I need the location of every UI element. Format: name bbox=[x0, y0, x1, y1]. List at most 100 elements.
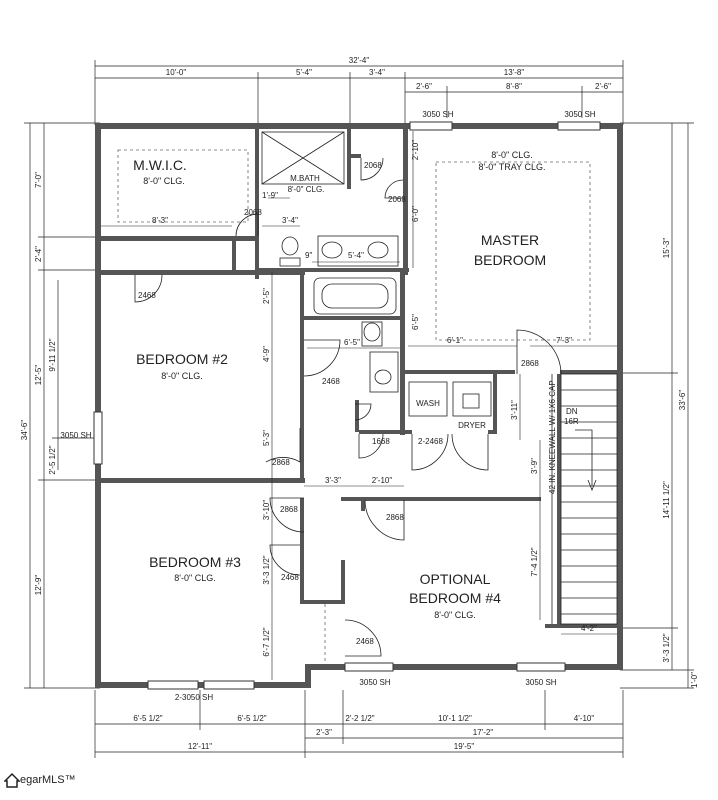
dim-in-3-3-half: 3'-3 1/2" bbox=[262, 555, 271, 584]
stairs-risers: 16R bbox=[564, 417, 579, 426]
mwic-shelf-outline bbox=[117, 149, 249, 223]
dim-bottom-2-3: 2'-3" bbox=[316, 728, 332, 737]
dim-in-6-0: 6'-0" bbox=[411, 206, 420, 222]
dim-top-8-8: 8'-8" bbox=[506, 82, 522, 91]
dim-bottom-6-5-b: 6'-5 1/2" bbox=[237, 714, 266, 723]
dim-in-2-10: 2'-10" bbox=[411, 140, 420, 161]
window-master-a bbox=[409, 121, 453, 131]
dim-in-8-3: 8'-3" bbox=[152, 216, 168, 225]
dim-in-9: 9" bbox=[305, 251, 312, 260]
dim-in-3-11: 3'-11" bbox=[510, 400, 519, 420]
dim-in-3-3: 3'-3" bbox=[325, 476, 341, 485]
dim-in-2-10b: 2'-10" bbox=[372, 476, 393, 485]
dim-bottom-17-2: 17'-2" bbox=[473, 728, 494, 737]
door-2468-hall: 2468 bbox=[322, 377, 340, 386]
dim-top-2-6-b: 2'-6" bbox=[595, 82, 611, 91]
door-2068-a: 2068 bbox=[244, 208, 262, 217]
left-dimension-lines bbox=[24, 122, 100, 689]
window-label-opt-a: 3050 SH bbox=[359, 678, 390, 687]
dim-in-4-9: 4'-9" bbox=[262, 346, 271, 362]
dim-in-5-3: 5'-3" bbox=[262, 430, 271, 446]
dim-top-5-4: 5'-4" bbox=[296, 68, 312, 77]
door-1668: 1668 bbox=[372, 437, 390, 446]
dim-right-3-3: 3'-3 1/2" bbox=[662, 633, 671, 662]
room-bed2-clg: 8'-0" CLG. bbox=[161, 371, 202, 381]
window-opt-a bbox=[344, 662, 394, 672]
dim-in-4-2: 4'-2" bbox=[581, 624, 597, 633]
house-logo-icon bbox=[4, 772, 20, 788]
dim-bottom-2-2: 2'-2 1/2" bbox=[345, 714, 374, 723]
room-master-clg1: 8'-0" CLG. bbox=[491, 150, 532, 160]
interior-walls bbox=[95, 129, 623, 628]
dim-top-3-4: 3'-4" bbox=[369, 68, 385, 77]
room-optional-clg: 8'-0" CLG. bbox=[434, 610, 475, 620]
room-bed2-name: BEDROOM #2 bbox=[136, 351, 228, 367]
door-2-2468: 2-2468 bbox=[418, 437, 443, 446]
dim-left-7-0: 7'-0" bbox=[34, 172, 43, 188]
dim-left-2-5: 2'-5 1/2" bbox=[48, 445, 57, 474]
dim-bottom-4-10: 4'-10" bbox=[574, 714, 595, 723]
dim-left-2-4: 2'-4" bbox=[34, 246, 43, 262]
door-2468-bed3: 2468 bbox=[281, 573, 299, 582]
room-mwic-name: M.W.I.C. bbox=[133, 157, 187, 173]
window-label-master-a: 3050 SH bbox=[422, 110, 453, 119]
dim-right-33-6: 33'-6" bbox=[678, 390, 687, 411]
door-2868-master: 2868 bbox=[521, 359, 539, 368]
dim-right-15-3: 15'-3" bbox=[662, 238, 671, 259]
dim-top-2-6-a: 2'-6" bbox=[416, 82, 432, 91]
dim-in-3-10: 3'-10" bbox=[262, 500, 271, 521]
dim-bottom-6-5-a: 6'-5 1/2" bbox=[133, 714, 162, 723]
master-tray-ceiling-outline bbox=[435, 161, 591, 341]
dim-bottom-12-11: 12'-11" bbox=[188, 742, 212, 751]
room-optional-name1: OPTIONAL bbox=[420, 571, 491, 587]
window-label-left: 3050 SH bbox=[60, 431, 91, 440]
dim-in-5-4: 5'-4" bbox=[348, 251, 364, 260]
door-2068-b: 2068 bbox=[364, 161, 382, 170]
laundry-fixtures bbox=[408, 381, 492, 417]
dim-left-9-11: 9'-11 1/2" bbox=[48, 338, 57, 371]
dim-top-13-8: 13'-8" bbox=[504, 68, 525, 77]
interior-dim-lines bbox=[101, 131, 617, 680]
door-2468-bed2: 2468 bbox=[138, 291, 156, 300]
door-swings bbox=[134, 157, 562, 657]
door-2468-opt: 2468 bbox=[356, 637, 374, 646]
dim-top-10-0: 10'-0" bbox=[166, 68, 187, 77]
dim-in-2-5: 2'-5" bbox=[262, 288, 271, 304]
dim-in-6-7: 6'-7 1/2" bbox=[262, 627, 271, 656]
window-opt-b bbox=[516, 662, 566, 672]
window-bed3-b bbox=[203, 680, 255, 690]
room-mbath-name: M.BATH bbox=[290, 174, 320, 183]
mls-logo: egarMLS™ bbox=[4, 772, 76, 788]
dim-in-7-4: 7'-4 1/2" bbox=[530, 547, 539, 576]
door-2868-opt: 2868 bbox=[386, 513, 404, 522]
window-label-opt-b: 3050 SH bbox=[525, 678, 556, 687]
stairs-dn: DN bbox=[566, 407, 578, 416]
room-bed3-clg: 8'-0" CLG. bbox=[174, 573, 215, 583]
dim-right-1-0: 1'-0" bbox=[690, 672, 699, 688]
dim-in-3-9: 3'-9" bbox=[530, 458, 539, 474]
dim-in-1-9: 1'-9" bbox=[262, 191, 278, 200]
room-dryer: DRYER bbox=[458, 421, 486, 430]
door-2068-c: 2068 bbox=[388, 195, 406, 204]
dim-bottom-10-1: 10'-1 1/2" bbox=[438, 714, 472, 723]
stairs bbox=[551, 373, 618, 625]
top-dimension-lines bbox=[94, 60, 624, 125]
windows bbox=[93, 121, 601, 690]
dim-in-6-5-v: 6'-5" bbox=[411, 314, 420, 330]
window-bed3-a bbox=[147, 680, 199, 690]
room-master-name2: BEDROOM bbox=[474, 252, 546, 268]
dim-left-34-6: 34'-6" bbox=[20, 420, 29, 441]
room-mwic-clg: 8'-0" CLG. bbox=[143, 176, 184, 186]
door-2868-bed3: 2868 bbox=[280, 505, 298, 514]
dim-in-6-5-h: 6'-5" bbox=[344, 338, 360, 347]
dim-overall-width: 32'-4" bbox=[349, 56, 370, 65]
room-master-name1: MASTER bbox=[481, 232, 539, 248]
room-master-clg2: 8'-0" TRAY CLG. bbox=[479, 162, 546, 172]
dim-in-6-1: 6'-1" bbox=[447, 336, 463, 345]
dim-in-3-4: 3'-4" bbox=[282, 216, 298, 225]
window-label-bed3: 2-3050 SH bbox=[175, 693, 213, 702]
dim-bottom-19-5: 19'-5" bbox=[454, 742, 475, 751]
exterior-walls bbox=[95, 123, 623, 688]
room-bed3-name: BEDROOM #3 bbox=[149, 554, 241, 570]
